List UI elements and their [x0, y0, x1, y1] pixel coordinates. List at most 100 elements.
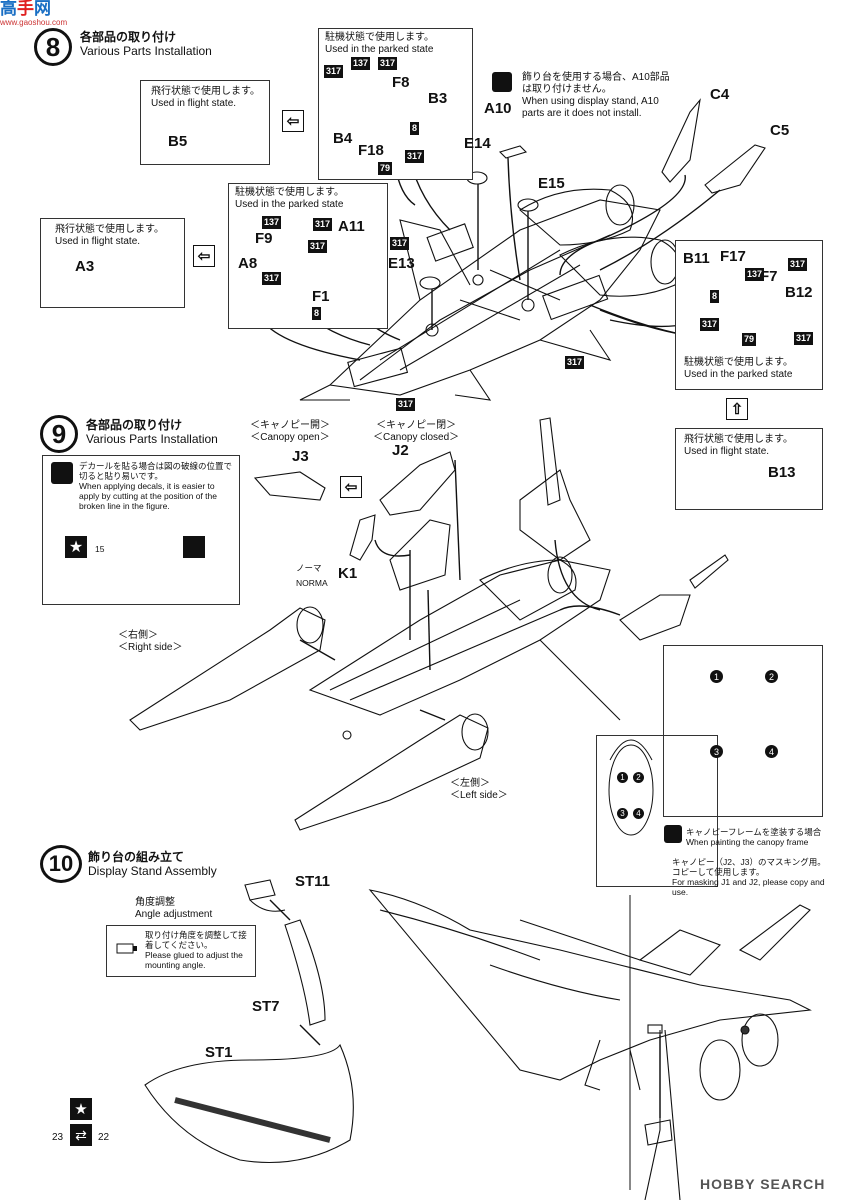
page-ref-left: 23	[52, 1132, 64, 1143]
mask-number: 1	[617, 772, 628, 783]
watermark-logo: 高手网 www.gaoshou.com	[0, 0, 70, 30]
part-label-e13: E13	[388, 255, 415, 272]
part-label-b4: B4	[333, 130, 353, 147]
paint-code: 79	[378, 162, 393, 175]
part-label-b13: B13	[768, 464, 796, 481]
canopy-closed-label: ＜キャノピー閉＞ ＜Canopy closed＞	[373, 420, 460, 443]
paint-code: 137	[351, 57, 371, 70]
part-label-a10: A10	[484, 100, 512, 117]
step-number: 8	[34, 28, 72, 66]
part-label-e14: E14	[464, 135, 491, 152]
part-label-st7: ST7	[252, 998, 280, 1015]
paint-brush-icon	[664, 825, 682, 843]
part-label-st1: ST1	[205, 1044, 233, 1061]
step-title: 飾り台の組み立て Display Stand Assembly	[88, 850, 217, 878]
paint-code: 317	[308, 240, 328, 253]
mask-number: 3	[617, 808, 628, 819]
watermark-url: www.gaoshou.com	[0, 18, 68, 27]
step8-aircraft-drawing	[299, 184, 681, 401]
part-label-c4: C4	[710, 86, 730, 103]
paint-code: 8	[710, 290, 720, 303]
paint-code: 8	[410, 122, 420, 135]
paint-code: 137	[745, 268, 765, 281]
part-label-b12: B12	[785, 284, 813, 301]
paint-code: 79	[742, 333, 757, 346]
mask-number: 3	[710, 745, 723, 758]
part-label-f7: F7	[760, 268, 778, 285]
watermark-hobbysearch: HOBBY SEARCH	[700, 1176, 826, 1192]
glue-tube-icon	[113, 938, 139, 960]
swap-arrow-icon: ⇦	[282, 110, 304, 132]
norma-label: ノーマ NORMA	[296, 563, 328, 588]
paint-code: 317	[788, 258, 808, 271]
part-label-b5: B5	[168, 133, 188, 150]
swap-arrow-icon: ⇧	[726, 398, 748, 420]
paint-code: 137	[262, 216, 282, 229]
part-label-st11: ST11	[295, 873, 331, 890]
step10-aircraft-drawing	[368, 889, 812, 1200]
paint-brush-icon	[492, 72, 512, 92]
swap-arrow-icon: ⇦	[193, 245, 215, 267]
right-side-label: ＜右側＞ ＜Right side＞	[118, 630, 183, 653]
star-icon: ★	[65, 536, 87, 558]
glue-note-box: 取り付け角度を調整して接着してください。 Please glued to adj…	[106, 925, 256, 977]
paint-code: 317	[405, 150, 425, 163]
part-label-j2: J2	[392, 442, 409, 459]
note-box-parked-2: 駐機状態で使用します。 Used in the parked state	[228, 183, 388, 329]
paint-code: 8	[312, 307, 322, 320]
page-ref-right: 22	[98, 1132, 110, 1143]
step-number: 9	[40, 415, 78, 453]
note-box-parked: 駐機状態で使用します。 Used in the parked state	[318, 28, 473, 180]
canopy-mask-box	[663, 645, 823, 817]
paint-code: 317	[313, 218, 333, 231]
decal-stripe-icon	[183, 536, 205, 558]
part-label-f9: F9	[255, 230, 273, 247]
part-label-a11: A11	[338, 218, 365, 235]
part-label-k1: K1	[338, 565, 358, 582]
step9-aircraft-drawing	[129, 417, 729, 831]
step-title: 各部品の取り付け Various Parts Installation	[86, 418, 218, 446]
paint-code: 317	[378, 57, 398, 70]
step9-guide-lines	[299, 459, 621, 721]
swap-arrow-icon: ⇦	[340, 476, 362, 498]
note-box-flight: 飛行状態で使用します。 Used in flight state.	[140, 80, 270, 165]
paint-code: 317	[794, 332, 814, 345]
part-label-f17: F17	[720, 248, 746, 265]
swap-arrow-icon: ⇄	[70, 1124, 92, 1146]
part-label-f8: F8	[392, 74, 410, 91]
part-label-b3: B3	[428, 90, 448, 107]
left-side-label: ＜左側＞ ＜Left side＞	[450, 778, 508, 801]
star-icon: ★	[70, 1098, 92, 1120]
paint-code: 317	[262, 272, 282, 285]
canopy-open-label: ＜キャノピー開＞ ＜Canopy open＞	[250, 420, 330, 443]
angle-adjust-label: 角度調整 Angle adjustment	[135, 897, 213, 920]
mask-number: 4	[765, 745, 778, 758]
step10-stand-drawing	[144, 879, 354, 1164]
step-number: 10	[40, 845, 82, 883]
step-title: 各部品の取り付け Various Parts Installation	[80, 30, 212, 58]
note-box-flight-2: 飛行状態で使用します。 Used in flight state.	[40, 218, 185, 308]
part-label-a3: A3	[75, 258, 95, 275]
part-label-c5: C5	[770, 122, 790, 139]
canopy-frame-note: キャノピーフレームを塗装する場合 When painting the canop…	[596, 735, 828, 897]
part-label-f1: F1	[312, 288, 330, 305]
paint-brush-icon	[51, 462, 73, 484]
decal-number: 15	[95, 544, 105, 554]
mask-number: 2	[633, 772, 644, 783]
decal-note-box: デカールを貼る場合は図の破線の位置で切ると貼り易いです。 When applyi…	[42, 455, 240, 605]
part-label-a8: A8	[238, 255, 258, 272]
mask-number: 1	[710, 670, 723, 683]
paint-code: 317	[565, 356, 585, 369]
paint-code: 317	[324, 65, 344, 78]
part-label-f18: F18	[358, 142, 384, 159]
paint-code: 317	[700, 318, 720, 331]
paint-code: 317	[396, 398, 416, 411]
note-box-flight-3: 飛行状態で使用します。 Used in flight state.	[675, 428, 823, 510]
mask-number: 2	[765, 670, 778, 683]
paint-code: 317	[390, 237, 410, 250]
display-stand-note: 飾り台を使用する場合、A10部品は取り付けません。 When using dis…	[522, 72, 670, 119]
mask-number: 4	[633, 808, 644, 819]
part-label-j3: J3	[292, 448, 309, 465]
part-label-e15: E15	[538, 175, 565, 192]
part-label-b11: B11	[683, 250, 710, 267]
